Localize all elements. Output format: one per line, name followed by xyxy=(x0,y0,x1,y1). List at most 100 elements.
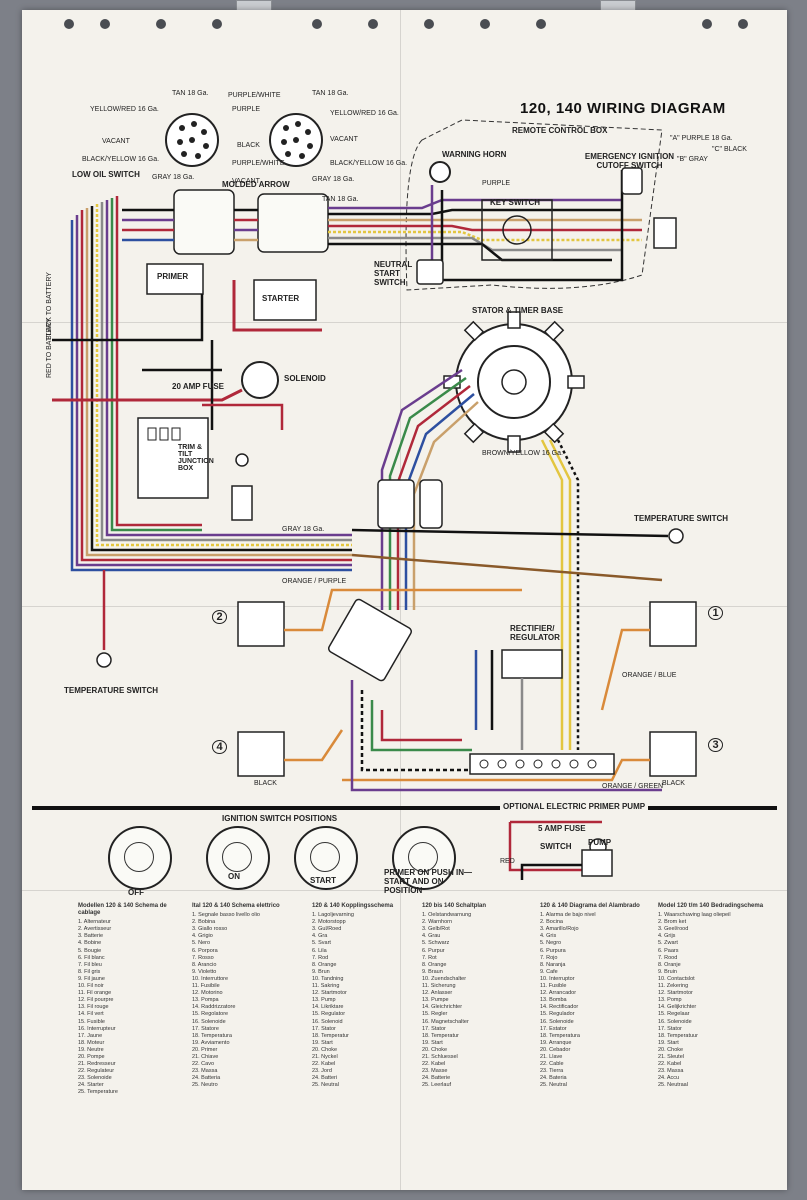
key-position-primer xyxy=(392,826,456,890)
legend-row: 19. Start xyxy=(658,1039,679,1046)
legend-row: 6. Purpura xyxy=(540,947,566,954)
legend-row: 2. Bobina xyxy=(192,919,216,926)
connector-left-wire-label: VACANT xyxy=(232,178,260,185)
legend-row: 12. Anlasser xyxy=(422,990,453,997)
legend-row: 1. Alternateur xyxy=(78,919,111,926)
legend-row: 11. Fusibile xyxy=(192,983,220,990)
legend-row: 1. Oelstandwarnung xyxy=(422,912,472,919)
legend-row: 25. Temperature xyxy=(78,1089,118,1096)
coil-1 xyxy=(649,601,697,647)
legend-header: 120 & 140 Diagrama del Alambrado xyxy=(540,903,640,909)
legend-row: 7. Rod xyxy=(312,954,329,961)
legend-row: 16. Solenoide xyxy=(192,1018,226,1025)
punch-hole xyxy=(100,19,110,29)
legend-row: 17. Jaune xyxy=(78,1032,103,1039)
legend-row: 2. Motorstopp xyxy=(312,919,346,926)
legend-row: 16. Interrupteur xyxy=(78,1025,116,1032)
connector-right-wire-label: YELLOW/RED 16 Ga. xyxy=(330,110,399,117)
legend-row: 11. Sakring xyxy=(312,983,340,990)
legend-row: 24. Batteri xyxy=(312,1075,338,1082)
legend-row: 17. Estator xyxy=(540,1025,567,1032)
fold-line xyxy=(400,10,401,1190)
cutoff-clip xyxy=(653,217,677,249)
temp-switch-left-label: TEMPERATURE SWITCH xyxy=(64,686,159,695)
legend-row: 23. Massa xyxy=(658,1068,684,1075)
connector-left-wire-label: BLACK xyxy=(237,142,260,149)
cylinder-number: 3 xyxy=(708,738,723,752)
legend-row: 14. Gleichrichter xyxy=(422,1004,463,1011)
legend-row: 20. Pompe xyxy=(78,1053,105,1060)
wire-label: RED xyxy=(500,858,515,865)
legend-row: 12. Startmotor xyxy=(658,990,693,997)
starter-box xyxy=(253,279,317,321)
connector-right-wire-label: PURPLE/WHITE xyxy=(232,160,285,167)
legend-row: 14. Raddrizzatore xyxy=(192,1004,236,1011)
legend-row: 2. Avertisseur xyxy=(78,926,112,933)
wire-label: BLACK xyxy=(254,780,277,787)
legend-row: 20. Primer xyxy=(192,1046,218,1053)
warning-horn-label: WARNING HORN xyxy=(442,150,507,159)
legend-row: 15. Regolatore xyxy=(192,1011,229,1018)
connector-right-wire-label: BLACK/YELLOW 16 Ga. xyxy=(330,160,408,167)
starter-label: STARTER xyxy=(262,294,300,303)
legend-row: 13. Pomp xyxy=(658,997,682,1004)
legend-column: Model 120 t/m 140 Bedradingschema 1. Waa… xyxy=(658,903,768,1089)
legend-column: 120 bis 140 Schaltplan 1. Oelstandwarnun… xyxy=(422,903,532,1089)
legend-row: 21. Llave xyxy=(540,1053,563,1060)
legend-row: 25. Leerlauf xyxy=(422,1082,452,1089)
legend-row: 22. Cable xyxy=(540,1061,564,1068)
connector-left-wire-label: PURPLE/WHITE xyxy=(228,92,281,99)
legend-row: 1. Segnale basso livello olio xyxy=(192,912,260,919)
legend-row: 25. Neutraal xyxy=(658,1082,688,1089)
legend-row: 5. Svart xyxy=(312,940,331,947)
fold-line xyxy=(22,890,787,891)
legend-row: 4. Grau xyxy=(422,933,441,940)
legend-row: 13. Bomba xyxy=(540,997,567,1004)
legend-row: 7. Rot xyxy=(422,954,437,961)
legend-row: 23. Tierra xyxy=(540,1068,564,1075)
legend-row: 3. Batterie xyxy=(78,933,104,940)
legend-row: 17. Statore xyxy=(192,1025,219,1032)
punch-hole xyxy=(368,19,378,29)
legend-row: 25. Neutral xyxy=(540,1082,567,1089)
legend-row: 18. Temperatuur xyxy=(658,1032,698,1039)
legend-header: 120 bis 140 Schaltplan xyxy=(422,903,487,909)
legend-row: 18. Temperatura xyxy=(540,1032,580,1039)
legend-row: 18. Temperatura xyxy=(192,1032,232,1039)
legend-row: 12. Fil pourpre xyxy=(78,997,114,1004)
legend-row: 20. Choke xyxy=(422,1046,448,1053)
warning-horn xyxy=(429,161,451,183)
legend-row: 1. Alarma de bajo nivel xyxy=(540,912,596,919)
trim-tilt-relay xyxy=(231,485,253,521)
wiring-poster: 120, 140 WIRING DIAGRAM REMOTE CONTROL B… xyxy=(22,10,787,1190)
legend-row: 19. Start xyxy=(312,1039,333,1046)
neutral-start-body xyxy=(416,259,444,285)
legend-row: 8. Arancio xyxy=(192,961,217,968)
solenoid-label: SOLENOID xyxy=(284,374,326,383)
b-gray-label: "B" GRAY xyxy=(677,156,708,163)
legend-row: 20. Cebador xyxy=(540,1046,571,1053)
legend-row: 5. Negro xyxy=(540,940,562,947)
legend-row: 19. Neutre xyxy=(78,1046,104,1053)
legend-row: 6. Fil blanc xyxy=(78,954,105,961)
legend-row: 23. Masse xyxy=(422,1068,448,1075)
coil-2 xyxy=(237,601,285,647)
punch-hole xyxy=(480,19,490,29)
wire-label: TAN 18 Ga. xyxy=(322,196,359,203)
legend-row: 8. Orange xyxy=(312,961,337,968)
legend-row: 11. Zekering xyxy=(658,983,689,990)
wire-label: BROWN/YELLOW 16 Ga. xyxy=(482,450,563,457)
c-black-label: "C" BLACK xyxy=(712,146,747,153)
molded-connector-left xyxy=(173,189,235,255)
legend-row: 4. Grigio xyxy=(192,933,213,940)
legend-row: 4. Bobine xyxy=(78,940,102,947)
legend-row: 14. Likriktare xyxy=(312,1004,344,1011)
legend-row: 19. Start xyxy=(422,1039,443,1046)
stator-gear xyxy=(443,311,585,453)
legend-row: 21. Sleutel xyxy=(658,1053,684,1060)
legend-row: 22. Kabel xyxy=(658,1061,682,1068)
harness-plug-2 xyxy=(419,479,443,529)
legend-row: 10. Interruptor xyxy=(540,975,575,982)
legend-row: 12. Motorino xyxy=(192,990,223,997)
legend-row: 24. Accu xyxy=(658,1075,680,1082)
